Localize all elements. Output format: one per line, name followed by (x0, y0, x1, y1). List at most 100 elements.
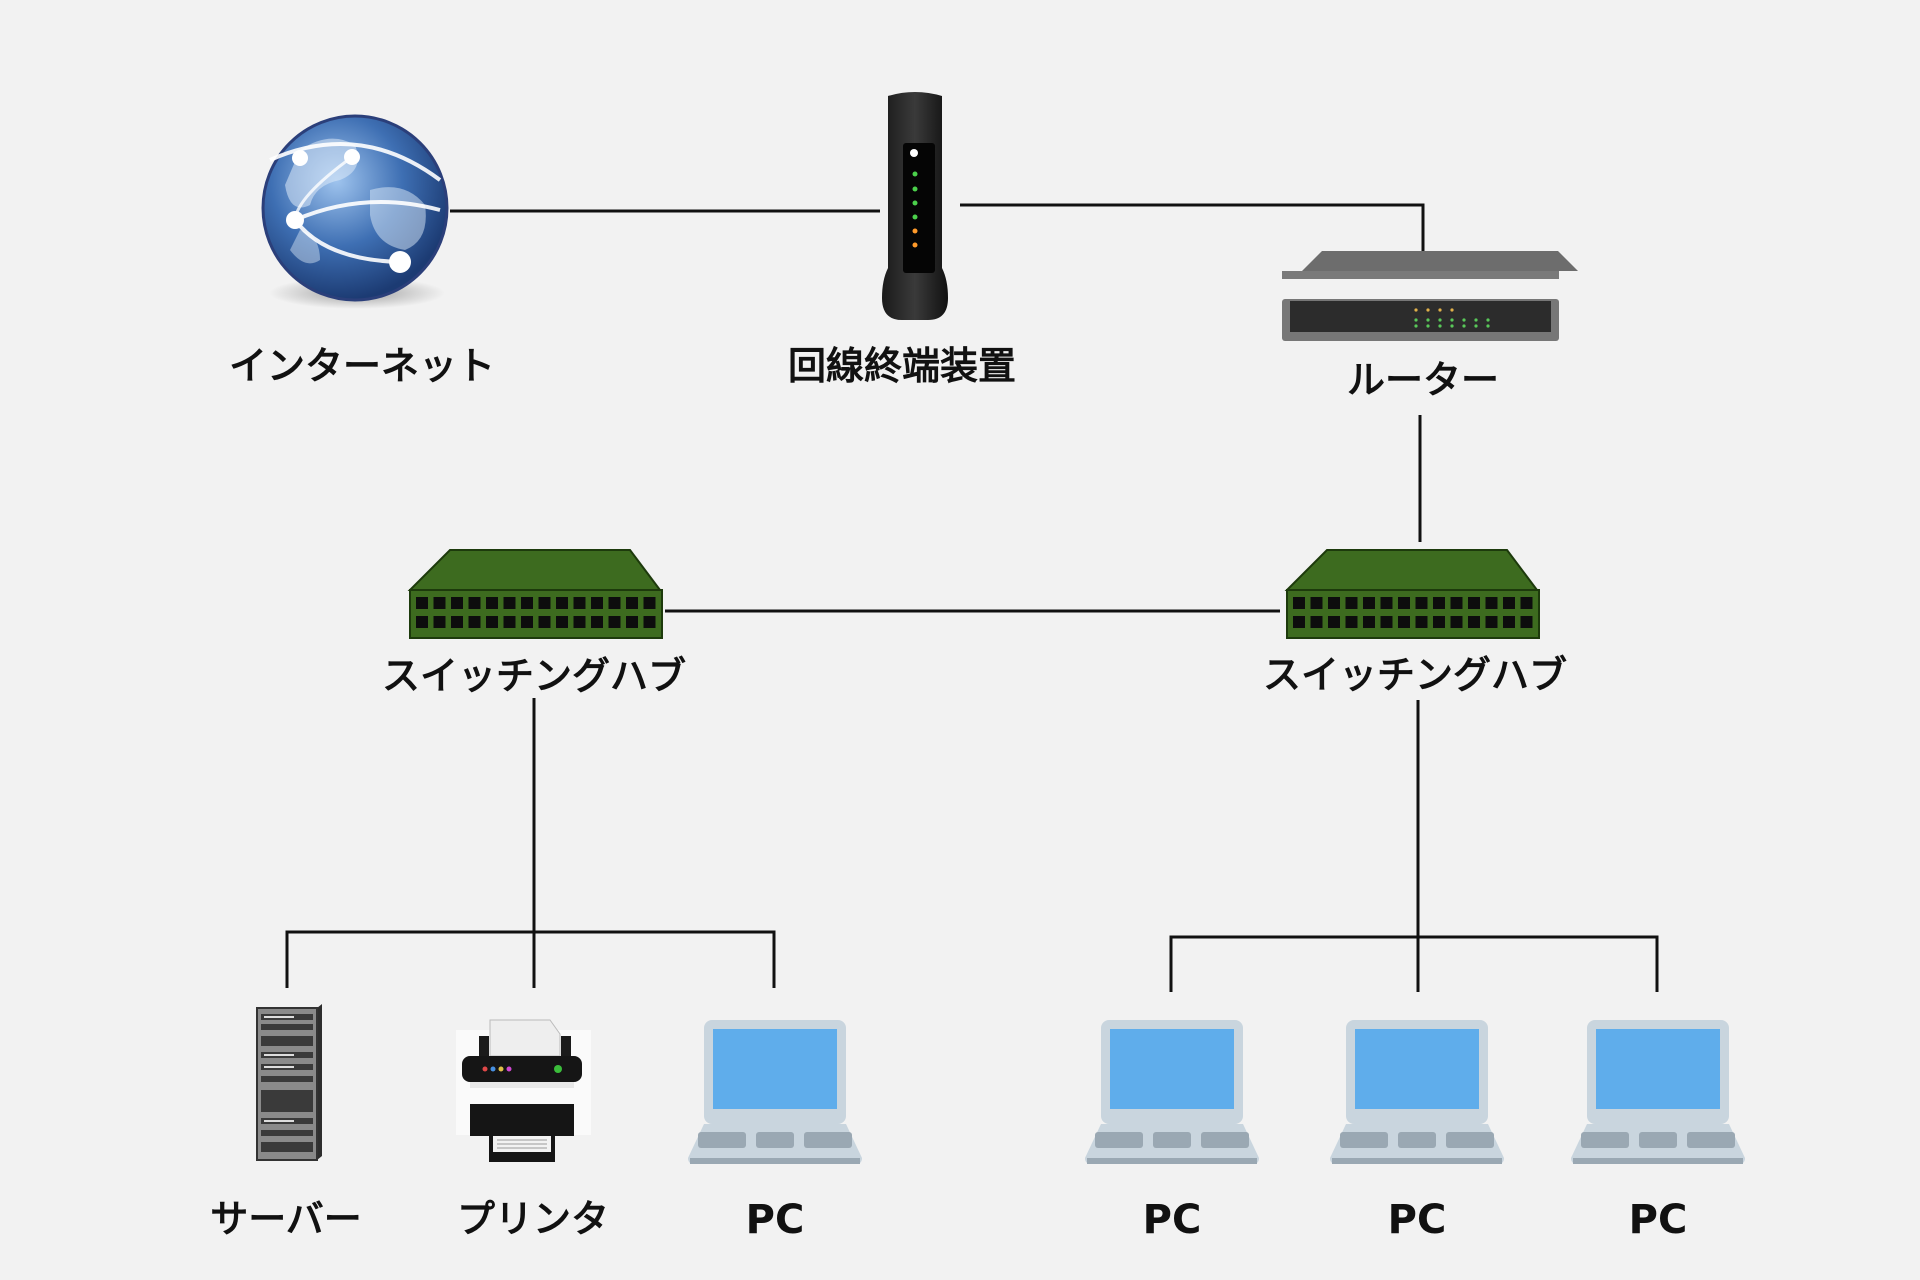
laptop-part (1201, 1132, 1249, 1148)
connection-lines (285, 203, 1659, 992)
laptop-part (713, 1029, 837, 1109)
laptop-part (1687, 1132, 1735, 1148)
switch-port (521, 597, 533, 609)
switch-port (1503, 597, 1515, 609)
label-internet: インターネット (228, 344, 496, 388)
link-right-branch (1169, 935, 1659, 992)
laptop-part (1332, 1158, 1502, 1164)
ont-device-icon[interactable] (882, 92, 948, 320)
globe-icon[interactable] (261, 114, 449, 309)
switch-icon-right[interactable] (1284, 549, 1540, 639)
switch-port (451, 616, 463, 628)
switch-port (1310, 616, 1323, 628)
label-pc-right-3: PC (1628, 1197, 1688, 1243)
switch-port (538, 616, 551, 628)
laptop-part (698, 1132, 746, 1148)
link-left-branch (285, 930, 776, 988)
link-ont-router (960, 203, 1425, 258)
switch-port (608, 597, 621, 609)
switch-port (1380, 597, 1393, 609)
switch-port (1293, 597, 1305, 609)
switch-port (1485, 616, 1498, 628)
switch-port (486, 616, 498, 628)
laptop-part (1153, 1132, 1191, 1148)
label-pc-right-2: PC (1387, 1197, 1447, 1243)
label-switch-left: スイッチングハブ (381, 654, 687, 698)
laptop-part (1446, 1132, 1494, 1148)
switch-port (556, 616, 568, 628)
switch-port (1415, 597, 1428, 609)
label-pc-right-1: PC (1142, 1197, 1202, 1243)
switch-port (1450, 616, 1463, 628)
switch-port (1345, 597, 1358, 609)
switch-port (1345, 616, 1358, 628)
laptop-part (1087, 1158, 1257, 1164)
laptop-part (1398, 1132, 1436, 1148)
laptop-icon-right-2[interactable] (1330, 1020, 1504, 1164)
switch-icon-left[interactable] (407, 549, 663, 639)
laptop-part (1110, 1029, 1234, 1109)
switch-port (1310, 597, 1323, 609)
switch-port (433, 597, 446, 609)
label-ont: 回線終端装置 (787, 344, 1017, 388)
switch-port (1468, 616, 1480, 628)
switch-port (1363, 616, 1375, 628)
laptop-part (1340, 1132, 1388, 1148)
switch-port (433, 616, 446, 628)
switch-port (486, 597, 498, 609)
laptop-part (1573, 1158, 1743, 1164)
label-router: ルーター (1346, 358, 1500, 402)
switch-port (643, 597, 656, 609)
switch-port (643, 616, 656, 628)
switch-port (573, 616, 586, 628)
switch-port (451, 597, 463, 609)
switch-port (626, 616, 638, 628)
laptop-part (1596, 1029, 1720, 1109)
switch-port (608, 616, 621, 628)
switch-port (1328, 616, 1340, 628)
label-pc-left: PC (745, 1197, 805, 1243)
switch-port (1328, 597, 1340, 609)
switch-port (1415, 616, 1428, 628)
switch-port (468, 597, 481, 609)
label-server: サーバー (210, 1197, 362, 1241)
switch-port (416, 616, 428, 628)
switch-port (573, 597, 586, 609)
switch-port (1433, 597, 1445, 609)
laptop-icon-right-1[interactable] (1085, 1020, 1259, 1164)
switch-port (591, 616, 603, 628)
switch-port (1468, 597, 1480, 609)
switch-port (1485, 597, 1498, 609)
switch-port (521, 616, 533, 628)
switch-port (468, 616, 481, 628)
printer-icon[interactable] (456, 1019, 591, 1162)
laptop-part (1355, 1029, 1479, 1109)
server-icon[interactable] (256, 1004, 322, 1161)
laptop-part (804, 1132, 852, 1148)
switch-port (1398, 597, 1410, 609)
label-printer: プリンタ (456, 1197, 610, 1241)
switch-port (1520, 597, 1533, 609)
laptop-part (756, 1132, 794, 1148)
laptop-part (690, 1158, 860, 1164)
label-switch-right: スイッチングハブ (1262, 653, 1568, 697)
switch-port (503, 616, 516, 628)
switch-port (538, 597, 551, 609)
switch-port (1398, 616, 1410, 628)
switch-port (1433, 616, 1445, 628)
switch-port (416, 597, 428, 609)
laptop-part (1581, 1132, 1629, 1148)
switch-port (503, 597, 516, 609)
laptop-part (1095, 1132, 1143, 1148)
switch-port (1380, 616, 1393, 628)
router-icon[interactable] (1282, 251, 1578, 341)
laptop-icon-right-3[interactable] (1571, 1020, 1745, 1164)
switch-port (1293, 616, 1305, 628)
switch-port (556, 597, 568, 609)
laptop-part (1639, 1132, 1677, 1148)
switch-port (591, 597, 603, 609)
switch-port (1450, 597, 1463, 609)
switch-port (1363, 597, 1375, 609)
laptop-icon-left[interactable] (688, 1020, 862, 1164)
